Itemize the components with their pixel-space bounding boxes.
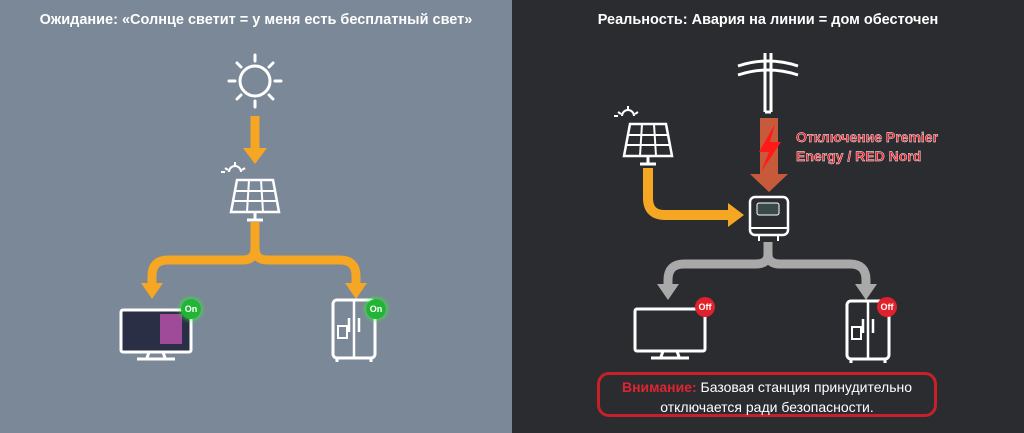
arrow-sun-to-panel — [243, 116, 267, 164]
reality-panel: Реальность: Авария на линии = дом обесто… — [512, 0, 1024, 433]
grid-outage-arrow — [750, 118, 788, 192]
outage-label-line2: Energy / RED Nord — [796, 148, 922, 164]
arrow-panel-to-inverter — [643, 168, 744, 227]
inverter-icon — [748, 195, 790, 241]
solar-panel-icon — [612, 104, 674, 166]
gray-arrowheads — [657, 284, 877, 300]
tv-on-icon — [119, 308, 193, 361]
branch-arrowheads — [141, 283, 367, 299]
expectation-title: Ожидание: «Солнце светит = у меня есть б… — [39, 12, 473, 28]
warning-prefix: Внимание: — [621, 379, 697, 395]
outage-label: Отключение Premier Energy / RED Nord — [796, 128, 938, 166]
branch-arrows — [147, 222, 361, 285]
warning-box: Внимание: Базовая станция принудительно … — [597, 372, 937, 417]
outage-label-line1: Отключение Premier — [796, 129, 939, 145]
fridge-status-badge: Off — [877, 297, 897, 317]
tv-status-badge: Off — [695, 297, 715, 317]
lightning-icon — [759, 124, 781, 172]
power-pole-icon — [737, 53, 799, 114]
warning-text-line1: Базовая станция принудительно — [700, 379, 913, 395]
reality-title: Реальность: Авария на линии = дом обесто… — [597, 12, 939, 28]
warning-text-line2: отключается ради безопасности. — [660, 399, 874, 415]
sun-icon — [227, 53, 283, 109]
tv-off-icon — [633, 307, 707, 360]
fridge-status-badge: On — [366, 299, 386, 319]
tv-status-badge: On — [181, 299, 201, 319]
solar-panel-icon — [219, 160, 281, 222]
gray-branch-arrows — [663, 242, 871, 286]
